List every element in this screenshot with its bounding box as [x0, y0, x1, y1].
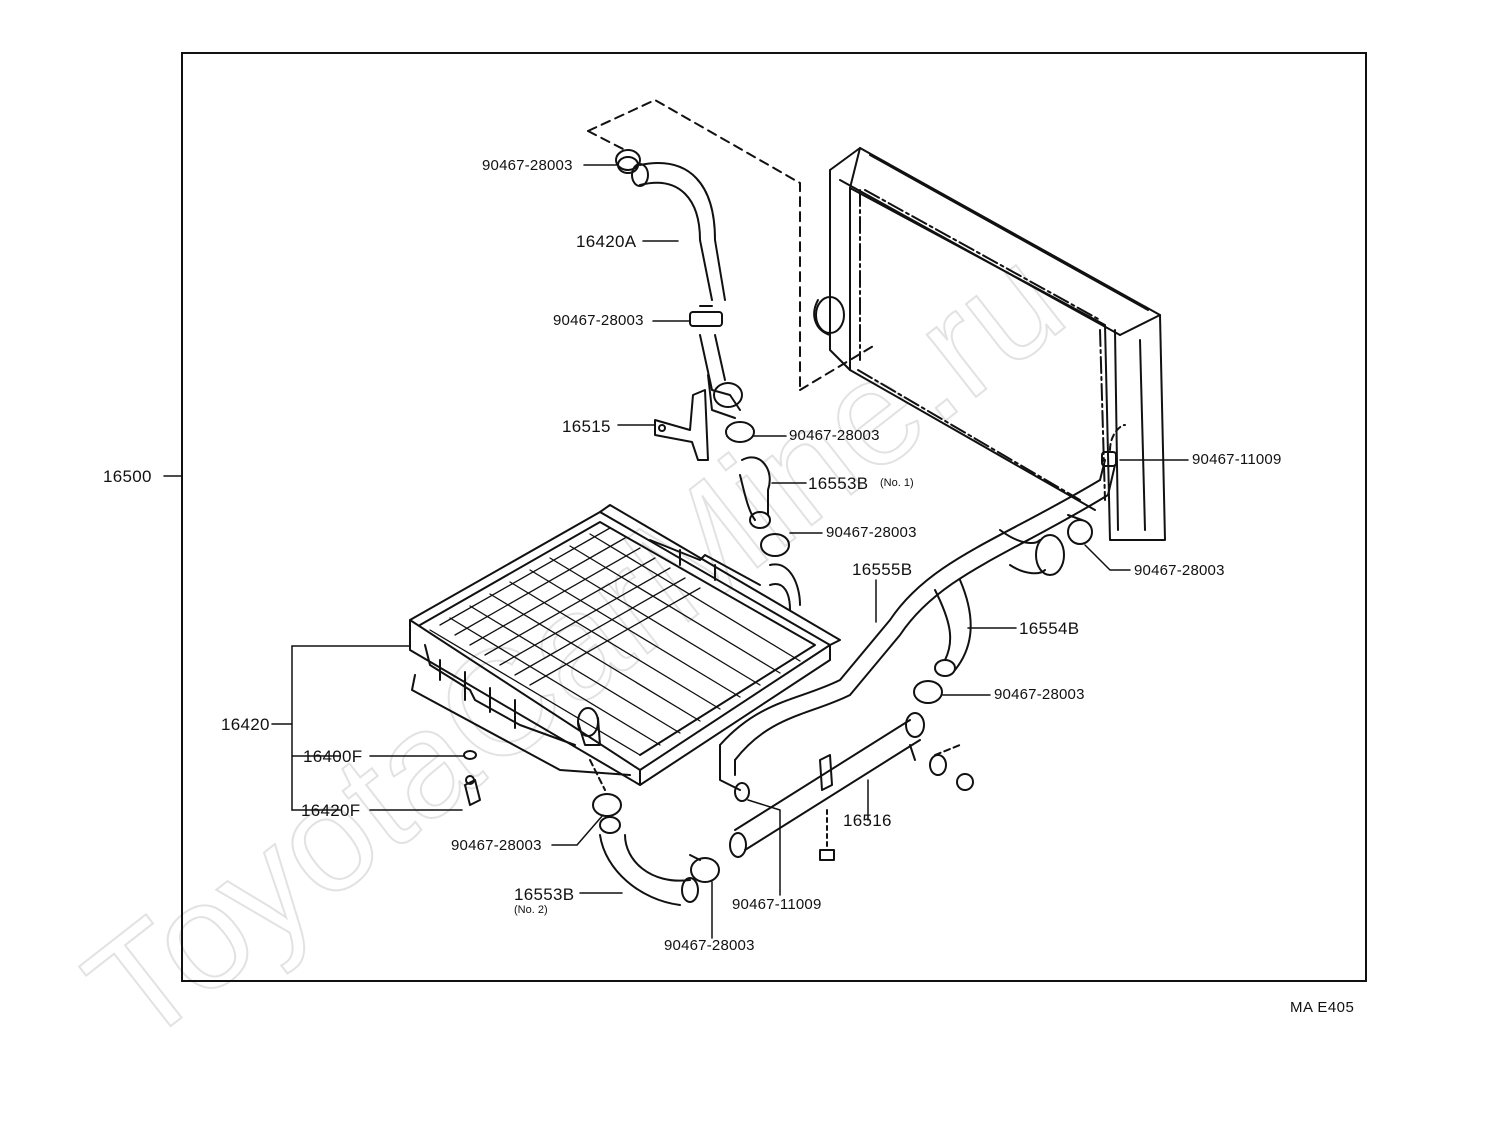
- drain-gasket: [463, 750, 477, 760]
- pipe-16555b: [719, 424, 1126, 802]
- clamp-top-1: [615, 149, 641, 174]
- label-clamp-right: 90467-28003: [1134, 562, 1225, 579]
- label-bracket: 16515: [562, 417, 611, 436]
- label-hose-no1: 16553B: [808, 474, 869, 493]
- label-clamp-bottom-left: 90467-28003: [451, 837, 542, 854]
- label-drain-cock: 16420F: [301, 801, 361, 820]
- label-radiator: 16420: [221, 715, 270, 734]
- rear-radiator: [813, 147, 1166, 541]
- hose-no2: [589, 759, 699, 906]
- assembly-label: 16500: [103, 467, 152, 486]
- small-fittings: [929, 744, 974, 791]
- label-clamp-top-2: 90467-28003: [553, 312, 644, 329]
- diagram-frame: [181, 52, 1367, 982]
- clamp-top-2: [689, 305, 723, 327]
- drain-cock: [464, 775, 481, 806]
- clamp-right: [1067, 514, 1093, 545]
- label-hose-b: 16554B: [1019, 619, 1080, 638]
- hose-16554b: [934, 529, 1065, 677]
- label-pipe: 16516: [843, 811, 892, 830]
- label-clamp-top-1: 90467-28003: [482, 157, 573, 174]
- leader-lines: [163, 164, 1189, 939]
- bolt: [819, 809, 835, 861]
- label-clamp-right-small: 90467-11009: [1192, 451, 1282, 468]
- label-hose-no2-note: (No. 2): [514, 904, 548, 916]
- label-hose-no1-note: (No. 1): [880, 477, 914, 489]
- clamp-right-low: [913, 680, 943, 704]
- clamp-bottom: [689, 854, 720, 883]
- label-clamp-mid-1: 90467-28003: [789, 427, 880, 444]
- label-drain-gasket: 16400F: [303, 747, 363, 766]
- label-clamp-bottom-small: 90467-11009: [732, 896, 822, 913]
- upper-hose: [631, 162, 743, 419]
- diagram-code: MA E405: [1290, 999, 1355, 1016]
- bracket-16515: [654, 389, 709, 461]
- label-pipe-b: 16555B: [852, 560, 913, 579]
- label-clamp-bottom: 90467-28003: [664, 937, 755, 954]
- hose-no1: [725, 421, 801, 611]
- label-clamp-mid-2: 90467-28003: [826, 524, 917, 541]
- clamp-right-small: [1101, 451, 1117, 467]
- label-hose-no2: 16553B: [514, 885, 575, 904]
- label-clamp-right-low: 90467-28003: [994, 686, 1085, 703]
- dashed-outline: [587, 99, 876, 391]
- pipe-16516: [729, 712, 925, 858]
- label-upper-hose: 16420A: [576, 232, 637, 251]
- main-radiator: [409, 504, 841, 786]
